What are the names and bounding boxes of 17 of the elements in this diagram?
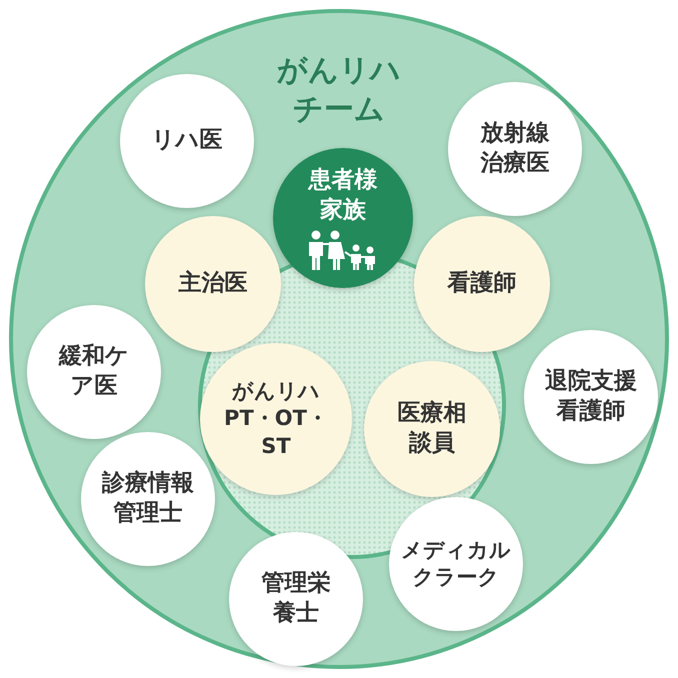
role-label: がんリハPT・OT・ST [223,378,329,460]
team-title: がんリハチーム [276,52,402,129]
role-circle [389,497,523,631]
role-label: 診療情報管理士 [100,469,195,528]
role-label: 看護師 [446,269,518,298]
role-circle [414,216,550,352]
role-label: 医療相談員 [396,399,468,458]
role-label: 退院支援看護師 [544,367,638,426]
role-circle [81,432,215,566]
role-label: 緩和ケア医 [58,342,130,401]
role-circle [229,532,363,666]
role-label: メディカルクラーク [400,536,512,591]
role-label: リハ医 [150,126,224,156]
role-label: 管理栄養士 [260,569,332,628]
role-label: 主治医 [178,269,248,298]
role-label: 患者様家族 [306,166,378,225]
role-label: 放射線治療医 [479,119,550,178]
